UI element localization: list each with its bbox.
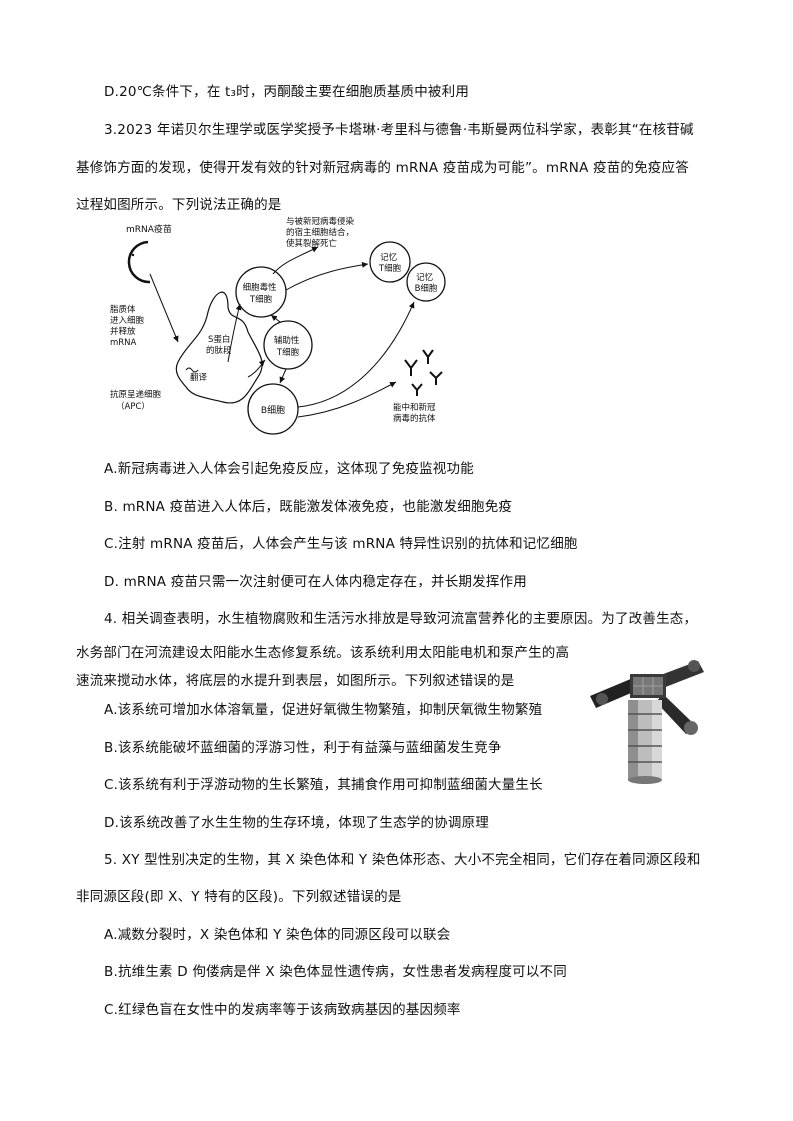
option-4b: B.该系统能破坏蓝细菌的浮游习性，利于有益藻与蓝细菌发生竞争 bbox=[104, 740, 502, 756]
kill-note: 与被新冠病毒侵染 的宿主细胞结合， 使其裂解死亡 bbox=[286, 216, 357, 249]
mrna-vaccine-immune-diagram: mRNA疫苗 脂质体 进入细胞 并释放 mRNA S蛋白 的肽段 翻译 抗原呈递… bbox=[110, 216, 446, 435]
option-4a: A.该系统可增加水体溶氧量，促进好氧微生物繁殖，抑制厌氧微生物繁殖 bbox=[104, 702, 543, 718]
translate-label: 翻译 bbox=[190, 373, 208, 383]
memory-t-cell bbox=[369, 241, 411, 283]
cytotoxic-t-label: 细胞毒性 T细胞 bbox=[243, 282, 280, 305]
question-3-line-2: 基修饰方面的发现，使得开发有效的针对新冠病毒的 mRNA 疫苗成为可能”。mRN… bbox=[76, 160, 689, 176]
question-3-line-1: 3.2023 年诺贝尔生理学或医学奖授予卡塔琳·考里科与德鲁·韦斯曼两位科学家，… bbox=[104, 122, 694, 138]
liposome-label: 脂质体 进入细胞 并释放 mRNA bbox=[110, 304, 147, 348]
option-3a: A.新冠病毒进入人体会引起免疫反应，这体现了免疫监视功能 bbox=[104, 461, 474, 477]
question-5-line-2: 非同源区段(即 X、Y 特有的区段)。下列叙述错误的是 bbox=[76, 889, 402, 905]
memory-t-label: 记忆 T细胞 bbox=[378, 252, 402, 274]
apc-label: 抗原呈递细胞 （APC） bbox=[110, 389, 164, 412]
antibody-icons bbox=[404, 349, 443, 396]
b-cell bbox=[247, 383, 299, 435]
vaccine-liposome-shape bbox=[127, 240, 151, 284]
memory-b-cell bbox=[406, 262, 446, 302]
helper-t-cell bbox=[263, 320, 313, 370]
option-3d-prev: D.20℃条件下，在 t₃时，丙酮酸主要在细胞质基质中被利用 bbox=[104, 84, 470, 100]
option-3b: B. mRNA 疫苗进入人体后，既能激发体液免疫，也能激发细胞免疫 bbox=[104, 499, 513, 515]
option-5b: B.抗维生素 D 佝偻病是伴 X 染色体显性遗传病，女性患者发病程度可以不同 bbox=[104, 964, 567, 980]
option-4d: D.该系统改善了水生生物的生存环境，体现了生态学的协调原理 bbox=[104, 815, 489, 831]
apc-cell bbox=[175, 291, 263, 404]
s-protein-label: S蛋白 的肽段 bbox=[206, 334, 233, 356]
question-4-line-3: 速流来搅动水体，将底层的水提升到表层，如图所示。下列叙述错误的是 bbox=[76, 673, 515, 689]
memory-b-label: 记忆 B细胞 bbox=[415, 272, 438, 294]
question-4-line-1: 4. 相关调查表明，水生植物腐败和生活污水排放是导致河流富营养化的主要原因。为了… bbox=[104, 611, 698, 627]
antibody-note: 能中和新冠 病毒的抗体 bbox=[393, 402, 438, 424]
cytotoxic-t-cell bbox=[235, 266, 287, 318]
vaccine-label: mRNA疫苗 bbox=[126, 223, 172, 235]
option-4c: C.该系统有利于浮游动物的生长繁殖，其捕食作用可抑制蓝细菌大量生长 bbox=[104, 777, 543, 793]
option-5a: A.减数分裂时，X 染色体和 Y 染色体的同源区段可以联会 bbox=[104, 927, 451, 943]
option-3d: D. mRNA 疫苗只需一次注射便可在人体内稳定存在，并长期发挥作用 bbox=[104, 574, 527, 590]
b-cell-label: B细胞 bbox=[261, 404, 285, 416]
question-5-line-1: 5. XY 型性别决定的生物，其 X 染色体和 Y 染色体形态、大小不完全相同，… bbox=[104, 852, 701, 868]
question-3-line-3: 过程如图所示。下列说法正确的是 bbox=[76, 197, 282, 213]
helper-t-label: 辅助性 T细胞 bbox=[274, 335, 302, 358]
option-5c: C.红绿色盲在女性中的发病率等于该病致病基因的基因频率 bbox=[104, 1002, 461, 1018]
option-3c: C.注射 mRNA 疫苗后，人体会产生与该 mRNA 特异性识别的抗体和记忆细胞 bbox=[104, 536, 578, 552]
question-4-line-2: 水务部门在河流建设太阳能水生态修复系统。该系统利用太阳能电机和泵产生的高 bbox=[76, 645, 570, 661]
solar-device-photo bbox=[590, 660, 704, 784]
